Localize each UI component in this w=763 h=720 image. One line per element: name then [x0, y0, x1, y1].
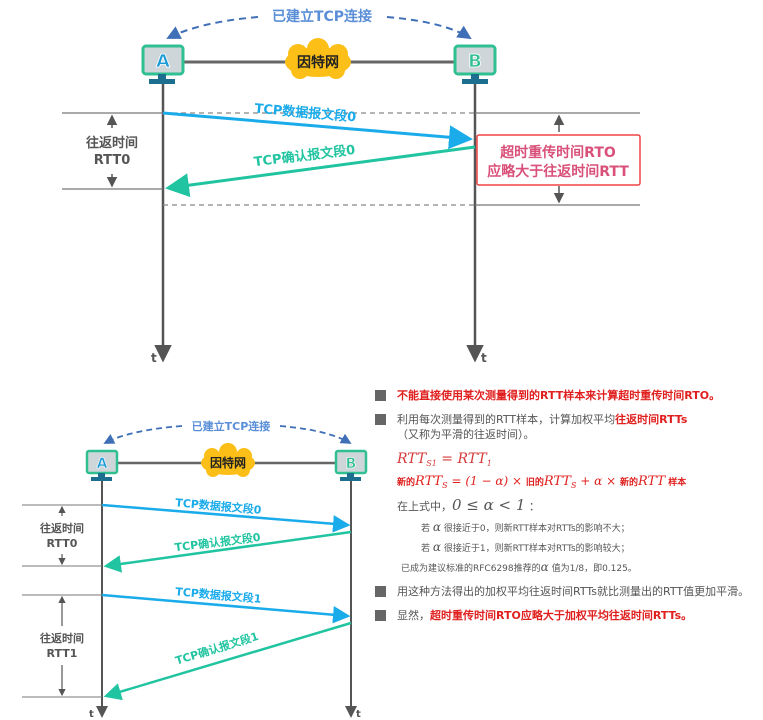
- formula-initial-rhs-sub: 1: [486, 459, 492, 468]
- note-3-text: 用这种方法得出的加权平均往返时间RTTs就比测量出的RTT值更加平滑。: [397, 585, 750, 598]
- rtt1-label-line2: RTT1: [47, 647, 78, 660]
- network-label: 因特网: [210, 455, 246, 470]
- note-2: 利用每次测量得到的RTT样本，计算加权平均往返时间RTTs （又称为平滑的往返时…: [375, 412, 760, 442]
- rfc-alpha: α: [540, 560, 549, 574]
- formula-update: 新的RTTS = (1 − α) × 旧的RTTS + α × 新的RTT 样本: [397, 474, 760, 490]
- note-2-continuation: （又称为平滑的往返时间）。: [397, 428, 535, 441]
- formula-new-label: 新的: [397, 478, 416, 488]
- formula-initial-lhs-sub: S1: [426, 459, 437, 468]
- data-segment-1-arrow: [101, 593, 351, 624]
- formula-mid: = (1 − α) ×: [447, 474, 526, 488]
- case-2-text: 很接近于1，则新RTT样本对RTTs的影响较大；: [440, 544, 630, 554]
- formula-rtt-sub: S: [442, 481, 448, 490]
- connection-arc-left: [103, 425, 183, 444]
- bullet-icon: [375, 390, 386, 401]
- case-1-prefix: 若: [421, 524, 433, 534]
- case-2-alpha: α: [432, 540, 441, 554]
- note-4: 显然，超时重传时间RTO应略大于加权平均往返时间RTTs。: [375, 608, 760, 623]
- case-2-prefix: 若: [421, 544, 433, 554]
- host-a-monitor-icon: [85, 449, 119, 481]
- host-b-monitor-icon: [453, 44, 497, 84]
- rfc-suffix: 值为1/8，即0.125。: [548, 564, 637, 574]
- note-2-highlight: 往返时间RTTs: [615, 413, 688, 426]
- alpha-range-prefix: 在上式中，: [397, 500, 452, 513]
- data-segment-arrow: [162, 111, 473, 150]
- formula-initial-eq: =: [436, 451, 458, 467]
- rtt0-label-line1: 往返时间: [40, 521, 84, 535]
- alpha-case-2: 若 α 很接近于1，则新RTT样本对RTTs的影响较大；: [421, 540, 760, 554]
- rfc-prefix: 已成为建议标准的RFC6298推荐的: [401, 564, 541, 574]
- rtt-label-line2: RTT0: [94, 153, 131, 168]
- rto-box: [476, 134, 641, 186]
- connection-arc-right: [386, 16, 472, 40]
- connection-arc-right: [279, 425, 352, 444]
- note-3: 用这种方法得出的加权平均往返时间RTTs就比测量出的RTT值更加平滑。: [375, 584, 760, 599]
- connection-label: 已建立TCP连接: [192, 419, 271, 433]
- connection-label: 已建立TCP连接: [272, 8, 372, 25]
- formula-rtt: RTT: [415, 474, 443, 489]
- note-4-text: 显然，: [397, 609, 430, 622]
- host-a-label: A: [156, 51, 170, 72]
- rto-line1: 超时重传时间RTO: [499, 144, 616, 161]
- host-b-label: B: [346, 456, 357, 472]
- alpha-range-suffix: ：: [525, 500, 540, 513]
- rto-line2: 应略大于往返时间RTT: [487, 163, 629, 180]
- formula-initial: RTTS1 = RTT1: [397, 451, 760, 468]
- note-1: 不能直接使用某次测量得到的RTT样本来计算超时重传时间RTO。: [375, 388, 760, 403]
- alpha-case-1: 若 α 很接近于0，则新RTT样本对RTTs的影响不大；: [421, 520, 760, 534]
- bullet-icon: [375, 610, 386, 621]
- network-label: 因特网: [297, 54, 339, 71]
- alpha-range: 在上式中，0 ≤ α < 1 ：: [397, 496, 760, 514]
- bullet-icon: [375, 586, 386, 597]
- ack-segment-1-arrow: [103, 621, 352, 701]
- connection-arc-left: [166, 16, 259, 39]
- host-a-label: A: [97, 456, 108, 472]
- rtt1-label-line1: 往返时间: [40, 631, 84, 645]
- rtt0-label-line2: RTT0: [47, 537, 78, 550]
- formula-old-label: 旧的: [525, 478, 544, 488]
- ack-segment-arrow: [165, 145, 476, 198]
- formula-initial-rhs: RTT: [457, 451, 487, 467]
- note-1-text: 不能直接使用某次测量得到的RTT样本来计算超时重传时间RTO。: [397, 389, 721, 402]
- bottom-diagram: 已建立TCP连接 因特网 A B t t 往返时间 RTT0 TCP数据报文段0…: [22, 419, 368, 720]
- note-2-text: 利用每次测量得到的RTT样本，计算加权平均: [397, 413, 616, 426]
- bullet-icon: [375, 414, 386, 425]
- formula-rtt-sample: RTT: [637, 474, 666, 489]
- case-1-alpha: α: [432, 520, 441, 534]
- formula-initial-lhs: RTT: [397, 451, 427, 467]
- formula-rtt-old: RTT: [543, 474, 571, 489]
- formula-sample-label: 样本: [665, 478, 687, 488]
- case-1-text: 很接近于0，则新RTT样本对RTTs的影响不大；: [440, 524, 630, 534]
- time-axis-label-a: t: [89, 709, 94, 720]
- data-segment-0-arrow: [101, 503, 351, 533]
- internet-cloud-icon: [285, 38, 351, 79]
- rtt-label-line1: 往返时间: [86, 135, 138, 151]
- host-b-monitor-icon: [334, 449, 368, 481]
- time-axis-label-b: t: [356, 709, 361, 720]
- time-axis-label-a: t: [151, 351, 157, 365]
- host-b-label: B: [468, 51, 482, 72]
- explanation-notes: 不能直接使用某次测量得到的RTT样本来计算超时重传时间RTO。 利用每次测量得到…: [375, 388, 760, 632]
- note-4-highlight: 超时重传时间RTO应略大于加权平均往返时间RTTs。: [430, 609, 693, 622]
- formula-rtt-old-sub: S: [570, 481, 577, 490]
- top-diagram: 已建立TCP连接 因特网 A B t t 往返时间 RTT0: [62, 8, 641, 365]
- internet-cloud-icon: [201, 443, 255, 477]
- ack-segment-0-arrow: [103, 530, 352, 573]
- formula-plus: + α ×: [576, 474, 620, 488]
- time-axis-label-b: t: [481, 351, 487, 365]
- formula-new-label-2: 新的: [619, 478, 638, 488]
- rfc-recommendation: 已成为建议标准的RFC6298推荐的α 值为1/8，即0.125。: [401, 560, 760, 574]
- host-a-monitor-icon: [141, 44, 185, 84]
- alpha-range-formula: 0 ≤ α < 1: [452, 496, 526, 514]
